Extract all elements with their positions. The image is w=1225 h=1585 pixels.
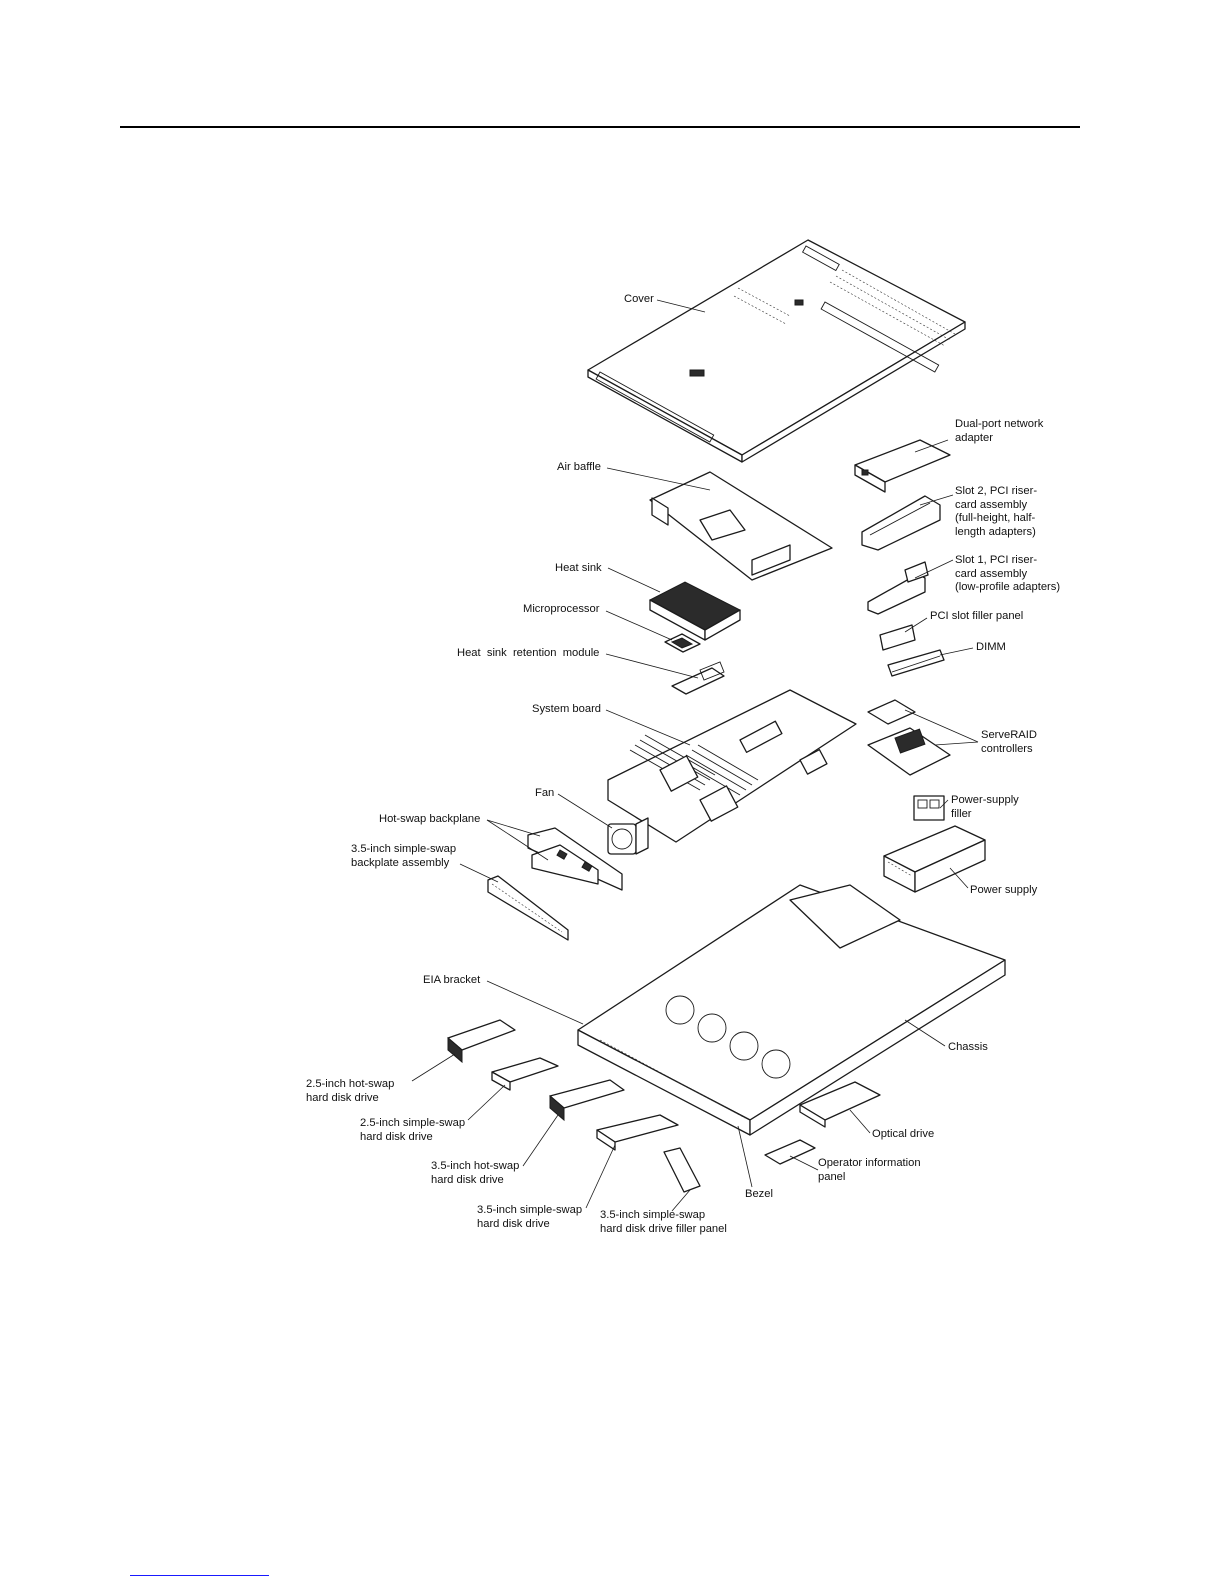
cover-part [587, 239, 966, 463]
label-heat-sink-retention-module: Heat sink retention module [457, 647, 600, 659]
label-air-baffle: Air baffle [557, 461, 601, 473]
heat-sink-retention-module-part [671, 661, 725, 695]
hdd-35-simple-swap-part [596, 1114, 679, 1151]
label-microprocessor: Microprocessor [523, 603, 600, 615]
label-chassis: Chassis [948, 1041, 988, 1053]
simple-swap-backplate-part [487, 875, 569, 941]
label-pci-slot-filler-panel: PCI slot filler panel [930, 610, 1024, 622]
dual-port-network-adapter-part [854, 439, 951, 493]
header-rule [120, 126, 1080, 128]
label-eia-bracket: EIA bracket [423, 974, 481, 986]
slot2-riser-part [861, 495, 941, 551]
label-optical-drive: Optical drive [872, 1128, 935, 1140]
label-serveraid-controllers: ServeRAID controllers [981, 729, 1037, 755]
label-dual-port-network-adapter: Dual-port network adapter [955, 418, 1044, 444]
label-operator-information-panel: Operator information panel [818, 1157, 921, 1183]
chassis-part [577, 884, 1006, 1136]
fan-part [607, 817, 649, 855]
label-hdd-35-simple-swap: 3.5-inch simple-swap hard disk drive [477, 1204, 583, 1230]
label-dimm: DIMM [976, 641, 1006, 653]
label-hdd-35-hot-swap: 3.5-inch hot-swap hard disk drive [431, 1160, 520, 1186]
label-heat-sink: Heat sink [555, 562, 602, 574]
label-hdd-35-filler-panel: 3.5-inch simple-swap hard disk drive fil… [600, 1209, 727, 1235]
label-bezel: Bezel [745, 1188, 773, 1200]
label-hot-swap-backplane: Hot-swap backplane [379, 813, 481, 825]
microprocessor-part [664, 633, 701, 653]
air-baffle-part [649, 471, 833, 581]
serveraid-controllers-part [867, 699, 951, 776]
optical-drive-part [799, 1081, 881, 1128]
slot1-riser-part [867, 561, 929, 615]
hdd-35-filler-panel-part [663, 1147, 701, 1193]
footer-link-underline [130, 1575, 269, 1576]
label-simple-swap-backplate-assembly: 3.5-inch simple-swap backplate assembly [351, 843, 457, 869]
label-hdd-25-hot-swap: 2.5-inch hot-swap hard disk drive [306, 1078, 395, 1104]
power-supply-filler-part [913, 795, 945, 821]
hdd-35-hot-swap-part [549, 1079, 625, 1122]
power-supply-part [883, 825, 986, 893]
label-power-supply-filler: Power-supply filler [951, 794, 1019, 820]
label-slot1-riser: Slot 1, PCI riser- card assembly (low-pr… [955, 554, 1061, 593]
operator-information-panel-part [764, 1139, 816, 1165]
heat-sink-part [648, 581, 742, 641]
system-board-part [607, 689, 857, 843]
label-fan: Fan [535, 787, 555, 799]
label-cover: Cover [624, 293, 654, 305]
label-system-board: System board [532, 703, 602, 715]
label-power-supply: Power supply [970, 884, 1038, 896]
leader-lines [411, 299, 979, 1212]
label-hdd-25-simple-swap: 2.5-inch simple-swap hard disk drive [360, 1117, 466, 1143]
hot-swap-backplane-part [527, 827, 623, 891]
label-slot2-riser: Slot 2, PCI riser- card assembly (full-h… [955, 485, 1038, 538]
hdd-25-simple-swap-part [491, 1057, 559, 1091]
hdd-25-hot-swap-part [447, 1019, 516, 1064]
dimm-part [887, 649, 945, 677]
